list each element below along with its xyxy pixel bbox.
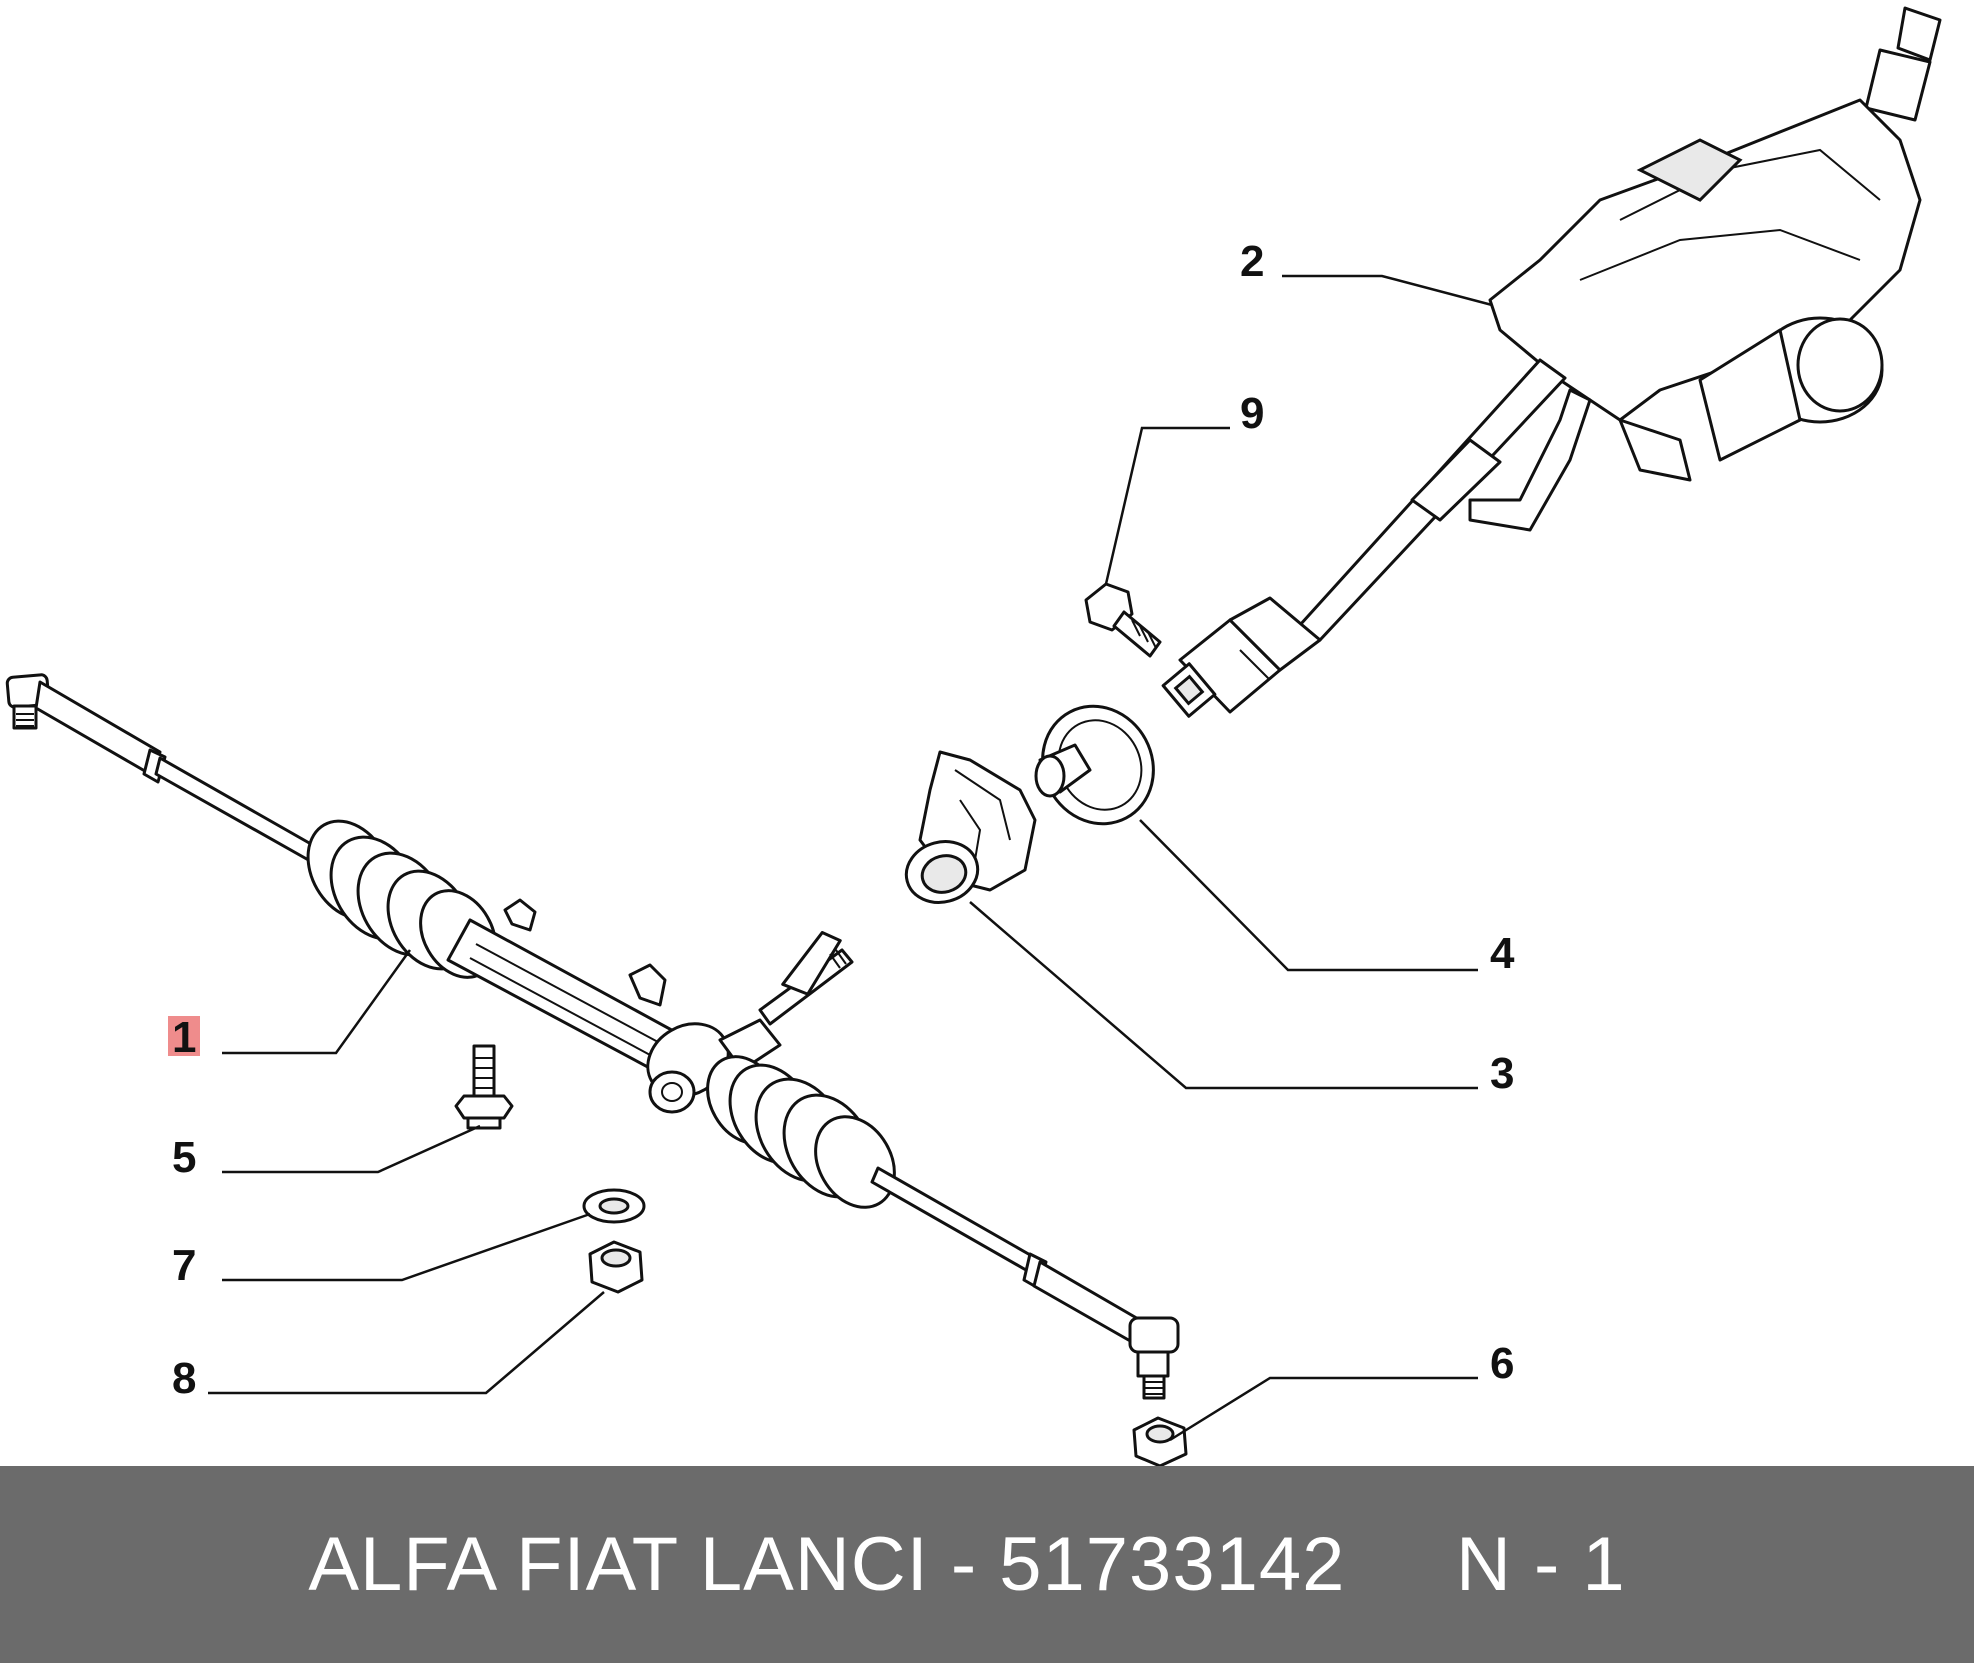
leader-1 [222, 949, 412, 1055]
leader-9 [1104, 426, 1230, 585]
leader-6 [1169, 1376, 1478, 1442]
leader-lines [208, 274, 1493, 1442]
nut-part-6 [1132, 1416, 1188, 1466]
seal-part-4 [1034, 704, 1155, 826]
leader-4 [1139, 819, 1478, 972]
universal-joint [1161, 596, 1322, 718]
washer-part-7 [582, 1188, 646, 1224]
steering-column-part-2 [1298, 6, 1942, 642]
callout-labels: 1 2 3 4 5 6 7 8 9 [168, 237, 1515, 1403]
part-number-caption: ALFA FIAT LANCI - 51733142 N - 1 [308, 1522, 1626, 1607]
leader-5 [222, 1124, 481, 1174]
callout-4: 4 [1490, 929, 1515, 978]
callout-6: 6 [1490, 1339, 1514, 1388]
leader-8 [208, 1291, 605, 1395]
callout-7: 7 [172, 1241, 196, 1290]
callout-5: 5 [172, 1133, 196, 1182]
parts-diagram: 1 2 3 4 5 6 7 8 9 [5, 6, 1942, 1466]
bolt-part-5 [454, 1044, 514, 1130]
bolt-part-9 [1084, 582, 1162, 658]
nut-part-8 [588, 1240, 644, 1294]
leader-7 [222, 1212, 591, 1282]
footer-bar: ALFA FIAT LANCI - 51733142 N - 1 [0, 1466, 1974, 1663]
steering-rack-part-1 [5, 673, 1180, 1400]
callout-9: 9 [1240, 389, 1264, 438]
callout-1: 1 [172, 1013, 196, 1062]
callout-1-highlight [168, 1016, 200, 1056]
leader-3 [969, 901, 1478, 1090]
leader-2 [1282, 274, 1493, 307]
cover-part-3 [904, 750, 1037, 904]
callout-3: 3 [1490, 1049, 1514, 1098]
callout-2: 2 [1240, 237, 1264, 286]
callout-8: 8 [172, 1354, 196, 1403]
